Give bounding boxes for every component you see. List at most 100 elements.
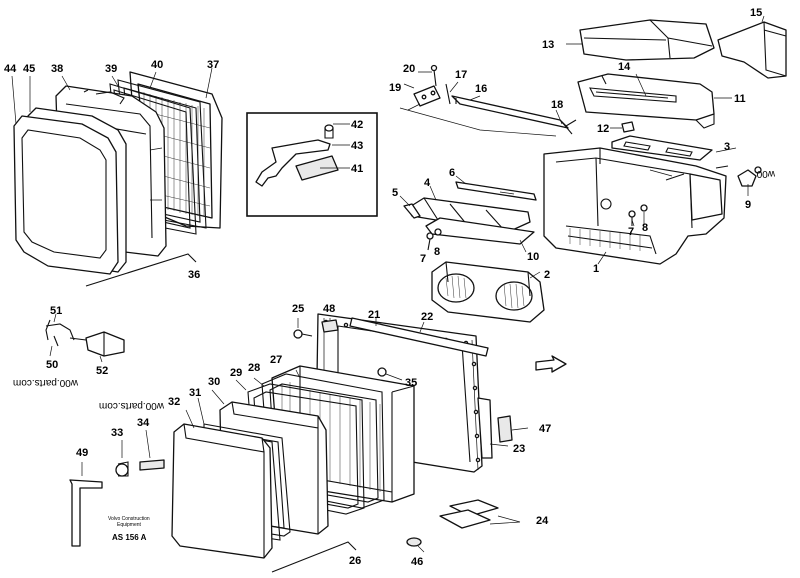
callout-37: 37 <box>207 59 219 71</box>
callout-41: 41 <box>351 163 363 175</box>
clip-18 <box>561 119 577 135</box>
nut-8-left <box>434 228 442 236</box>
cover-panel-44 <box>13 115 119 275</box>
callout-35: 35 <box>405 377 417 389</box>
screw-25 <box>293 329 303 339</box>
callout-39: 39 <box>105 63 117 75</box>
callout-25: 25 <box>292 303 304 315</box>
callout-40: 40 <box>151 59 163 71</box>
watermark-center: w00.parts.com <box>99 400 165 411</box>
callout-33: 33 <box>111 427 123 439</box>
callout-26: 26 <box>349 555 361 567</box>
callout-15: 15 <box>750 7 762 19</box>
callout-1: 1 <box>593 263 599 275</box>
callout-21: 21 <box>368 309 380 321</box>
callout-labels: 1 2 3 4 5 6 7 8 7 8 9 10 11 12 13 14 15 … <box>4 7 762 568</box>
clamp-43 <box>255 139 331 187</box>
nut-8-right <box>640 204 648 212</box>
callout-46: 46 <box>411 556 423 568</box>
callout-8-left: 8 <box>434 246 440 258</box>
callout-17: 17 <box>455 69 467 81</box>
callout-23: 23 <box>513 443 525 455</box>
main-housing-1 <box>543 147 729 265</box>
plate-41 <box>295 155 339 181</box>
callout-7-left: 7 <box>420 253 426 265</box>
callout-4: 4 <box>424 177 431 189</box>
callout-24: 24 <box>536 515 549 527</box>
assembly-bracket-36 <box>85 253 197 287</box>
connector-51 <box>45 323 75 347</box>
screw-7-left <box>426 232 434 240</box>
filter-assembly-bottom <box>171 313 567 573</box>
company-name-line1: Volvo Construction <box>108 516 150 522</box>
company-name-line2: Equipment <box>117 522 142 528</box>
direction-arrow <box>535 355 567 373</box>
callout-47: 47 <box>539 423 551 435</box>
detail-inset-box <box>246 112 378 217</box>
callout-5: 5 <box>392 187 398 199</box>
callout-11: 11 <box>734 93 746 105</box>
callout-45: 45 <box>23 63 35 75</box>
callout-7-right: 7 <box>628 226 634 238</box>
callout-13: 13 <box>542 39 554 51</box>
watermark-left: w00.parts.com <box>13 377 79 388</box>
fitting-9 <box>737 169 757 187</box>
small-parts-left <box>45 313 165 547</box>
filter-assembly-top-left <box>11 67 223 287</box>
watermark-top-right: w00 <box>756 168 776 179</box>
callout-44: 44 <box>4 63 17 75</box>
callout-32: 32 <box>168 396 180 408</box>
strip-16 <box>451 95 569 129</box>
callout-22: 22 <box>421 311 433 323</box>
callout-20: 20 <box>403 63 415 75</box>
strip-5 <box>403 203 421 219</box>
label-34 <box>139 459 165 471</box>
strip-22 <box>349 317 489 357</box>
callout-48: 48 <box>323 303 335 315</box>
callout-42: 42 <box>351 119 363 131</box>
upper-housing-11 <box>577 73 715 129</box>
callout-36: 36 <box>188 269 200 281</box>
callout-34: 34 <box>137 417 150 429</box>
knob-33 <box>115 463 129 477</box>
screw-42 <box>324 124 334 132</box>
callout-10: 10 <box>527 251 539 263</box>
callout-27: 27 <box>270 354 282 366</box>
callout-29: 29 <box>230 367 242 379</box>
callout-19: 19 <box>389 82 401 94</box>
callout-6: 6 <box>449 167 455 179</box>
block-47 <box>497 415 513 443</box>
bolt-35 <box>377 367 387 377</box>
clip-17 <box>445 83 451 105</box>
screw-20 <box>433 69 437 87</box>
callout-38: 38 <box>51 63 63 75</box>
callout-31: 31 <box>189 387 201 399</box>
rod-49 <box>69 479 103 547</box>
callout-28: 28 <box>248 362 260 374</box>
nozzle-15 <box>717 21 787 79</box>
pin-12 <box>621 121 635 133</box>
assembly-bracket-26 <box>271 541 357 573</box>
tray-3 <box>611 135 713 161</box>
callout-30: 30 <box>208 376 220 388</box>
callout-43: 43 <box>351 140 363 152</box>
callout-8-right: 8 <box>642 222 648 234</box>
grommet-46 <box>406 537 422 547</box>
drawing-number: AS 156 A <box>112 533 147 542</box>
pad-48 <box>321 319 339 333</box>
callout-52: 52 <box>96 365 108 377</box>
callout-2: 2 <box>544 269 550 281</box>
callout-3: 3 <box>724 141 730 153</box>
bracket-19 <box>413 85 441 107</box>
callout-49: 49 <box>76 447 88 459</box>
callout-14: 14 <box>618 61 631 73</box>
callout-18: 18 <box>551 99 563 111</box>
screw-7-right <box>628 210 636 218</box>
callout-51: 51 <box>50 305 62 317</box>
callout-16: 16 <box>475 83 487 95</box>
relay-52 <box>85 331 125 357</box>
duct-13 <box>579 19 715 61</box>
cover-panel-front <box>171 423 273 559</box>
